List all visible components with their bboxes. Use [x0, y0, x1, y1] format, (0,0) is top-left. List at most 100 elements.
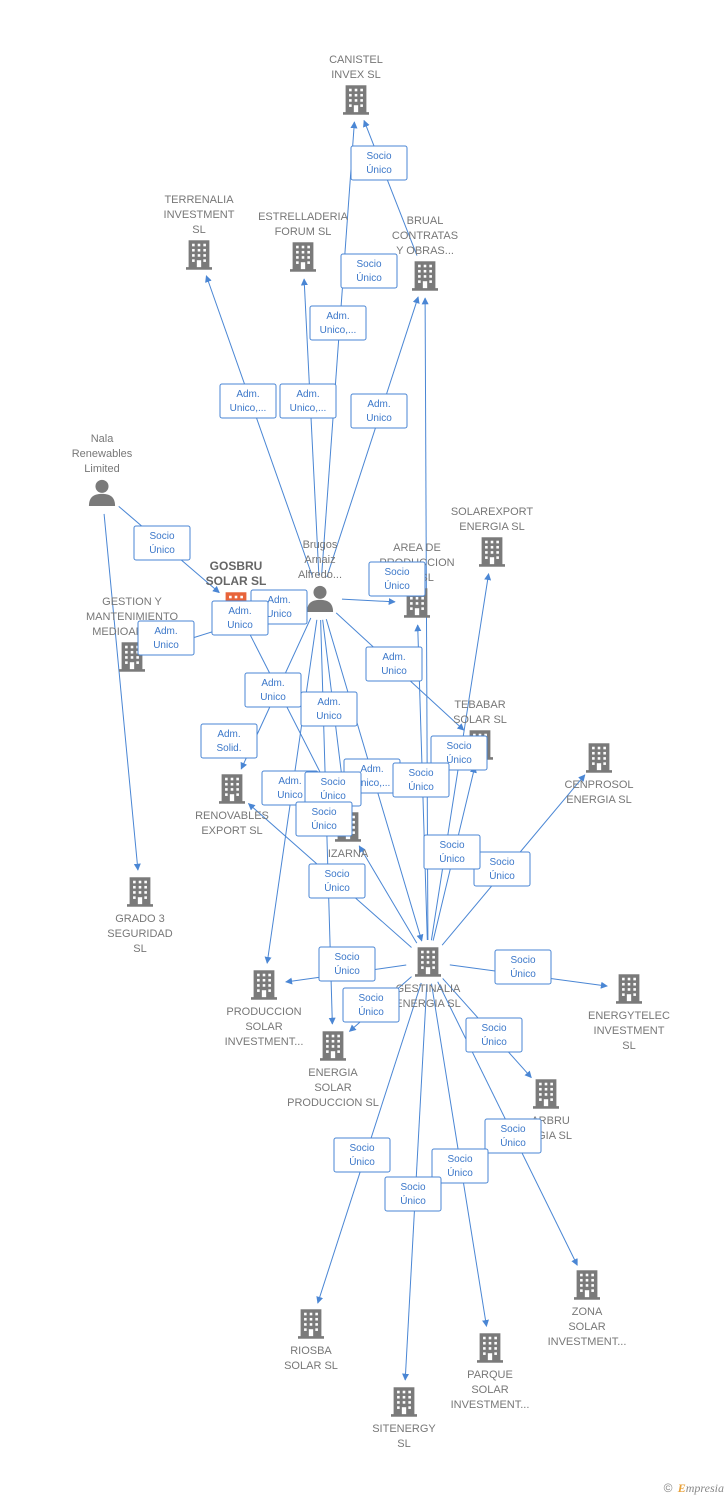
edge-label-text: Único: [439, 852, 465, 865]
node-label: RIOSBA: [290, 1345, 332, 1357]
edge-label-text: Socio: [481, 1023, 506, 1034]
edge-gestinalia-brual: [421, 297, 429, 941]
building-icon: [320, 1031, 346, 1061]
node-label: AREA DE: [393, 542, 441, 554]
footer-brand[interactable]: © Empresia: [664, 1481, 724, 1496]
node-label: SL: [192, 224, 205, 236]
edge-label-text: Unico: [366, 413, 392, 424]
edge-label-text: Único: [400, 1194, 426, 1207]
edge-label-text: Socio: [358, 993, 383, 1004]
edge-nala-grado3: [103, 513, 141, 871]
node-label: SL: [397, 1438, 410, 1450]
node-label: SITENERGY: [372, 1423, 436, 1435]
building-icon: [290, 242, 316, 272]
edge-label-text: Socio: [320, 777, 345, 788]
edge-label-text: Unico: [277, 790, 303, 801]
building-icon: [586, 743, 612, 773]
edge-brual-canistel: [363, 119, 418, 256]
node-label: SOLAR: [471, 1384, 508, 1396]
edge-label-text: Solid.: [216, 743, 241, 754]
edge-label-text: Socio: [439, 840, 464, 851]
edge-label-text: Adm.: [261, 678, 284, 689]
edge-label-text: Unico: [227, 620, 253, 631]
edge-label-text: Unico: [260, 692, 286, 703]
node-brugos[interactable]: BrugosArnaizAlfredo...: [298, 539, 342, 612]
node-label: SOLAREXPORT: [451, 506, 534, 518]
edge-label-brugos-gestion[interactable]: Adm.Unico: [137, 620, 195, 656]
node-parque[interactable]: PARQUESOLARINVESTMENT...: [451, 1333, 530, 1411]
node-produccion[interactable]: PRODUCCIONSOLARINVESTMENT...: [225, 970, 304, 1048]
node-label: ENERGIA: [308, 1067, 358, 1079]
edge-label-text: Socio: [489, 857, 514, 868]
edge-label-brugos-estrelladeria[interactable]: Adm.Unico,...: [279, 383, 337, 419]
node-label: PARQUE: [467, 1369, 513, 1381]
node-label: INVESTMENT: [594, 1025, 665, 1037]
node-label: TEBABAR: [454, 699, 505, 711]
edge-label-brugos-renovables[interactable]: Adm.Solid.: [200, 723, 258, 759]
edge-label-text: Único: [447, 1166, 473, 1179]
building-icon: [412, 261, 438, 291]
node-zona[interactable]: ZONASOLARINVESTMENT...: [548, 1270, 627, 1348]
node-label: SOLAR SL: [453, 714, 507, 726]
edge-label-text: Único: [446, 753, 472, 766]
node-sitenergy[interactable]: SITENERGY SL: [372, 1387, 436, 1450]
node-label: Alfredo...: [298, 569, 342, 581]
edge-label-brugos-brual[interactable]: Adm.Unico: [350, 393, 408, 429]
edge-label-brugos-terrenalia[interactable]: Adm.Unico,...: [219, 383, 277, 419]
edge-label-text: Unico: [153, 640, 179, 651]
node-label: TERRENALIA: [164, 194, 234, 206]
edge-label-brugos-gosbru[interactable]: Adm.Unico: [211, 600, 269, 636]
edge-label-text: Socio: [311, 807, 336, 818]
edge-label-text: Adm.: [382, 652, 405, 663]
building-icon: [219, 774, 245, 804]
edge-label-text: Socio: [447, 1154, 472, 1165]
node-label: INVESTMENT...: [225, 1036, 304, 1048]
node-label: SL: [622, 1040, 635, 1052]
edge-label-brugos-energiasolar[interactable]: Adm.Unico: [300, 691, 358, 727]
edge-label-text: Adm.: [267, 595, 290, 606]
node-tebabar[interactable]: TEBABAR SOLAR SL: [453, 699, 507, 760]
edge-label-text: Socio: [149, 531, 174, 542]
edge-label-text: Único: [358, 1005, 384, 1018]
edge-label-text: Socio: [324, 869, 349, 880]
node-label: Arnaiz: [304, 554, 335, 566]
edge-label-brugos-izarna[interactable]: Adm. Unico: [244, 672, 302, 708]
edge-label-brugos-canistel[interactable]: Adm.Unico,...: [309, 305, 367, 341]
edge-label-brugos-tebabar[interactable]: Adm.Unico: [365, 646, 423, 682]
edge-label-text: Adm.: [236, 389, 259, 400]
node-label: ZONA: [572, 1306, 603, 1318]
